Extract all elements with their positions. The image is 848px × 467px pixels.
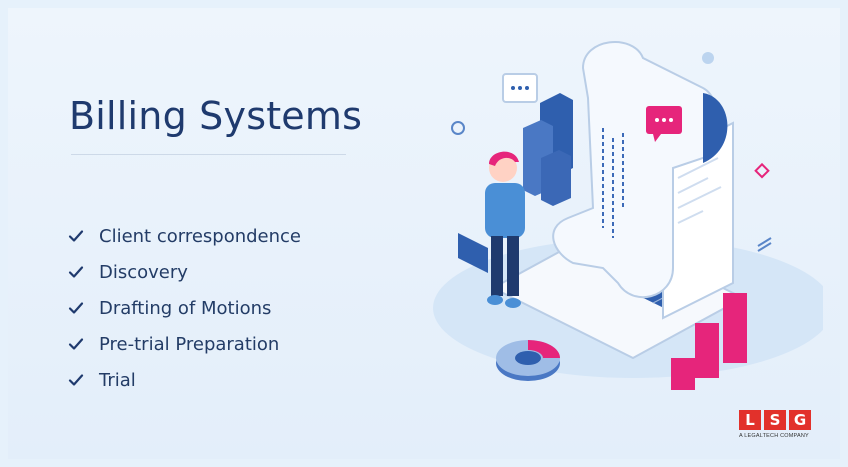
list-item: Pre-trial Preparation xyxy=(68,326,301,362)
person-body xyxy=(485,183,525,238)
logo-letter: S xyxy=(764,410,786,430)
feature-list: Client correspondence Discovery Drafting… xyxy=(68,218,301,398)
title-divider xyxy=(71,154,346,155)
list-item-label: Drafting of Motions xyxy=(99,297,272,319)
decorative-dot xyxy=(702,52,714,64)
list-item-label: Trial xyxy=(99,369,136,391)
list-item-label: Pre-trial Preparation xyxy=(99,333,280,355)
person-laptop xyxy=(458,233,488,273)
logo-tagline: A LEGALTECH COMPANY xyxy=(739,433,809,439)
pink-bar xyxy=(695,323,719,378)
checkmark-icon xyxy=(68,302,84,314)
page-title: Billing Systems xyxy=(69,94,363,138)
pink-bar xyxy=(671,358,695,390)
lsg-logo: L S G A LEGALTECH COMPANY xyxy=(739,410,819,439)
list-item: Trial xyxy=(68,362,301,398)
list-item: Client correspondence xyxy=(68,218,301,254)
checkmark-icon xyxy=(68,230,84,242)
billing-illustration xyxy=(433,41,823,390)
pink-bar xyxy=(723,293,747,363)
logo-letter: G xyxy=(789,410,811,430)
logo-letter: L xyxy=(739,410,761,430)
list-item-label: Client correspondence xyxy=(99,225,302,247)
checkmark-icon xyxy=(68,266,84,278)
list-item: Discovery xyxy=(68,254,301,290)
list-item-label: Discovery xyxy=(99,261,188,283)
hero-card: Billing Systems Client correspondence Di… xyxy=(8,8,840,459)
list-item: Drafting of Motions xyxy=(68,290,301,326)
document-scroll-illustration xyxy=(552,41,719,299)
decorative-ring xyxy=(451,121,465,135)
decorative-diamond xyxy=(754,162,770,179)
checkmark-icon xyxy=(68,338,84,350)
checkmark-icon xyxy=(68,374,84,386)
